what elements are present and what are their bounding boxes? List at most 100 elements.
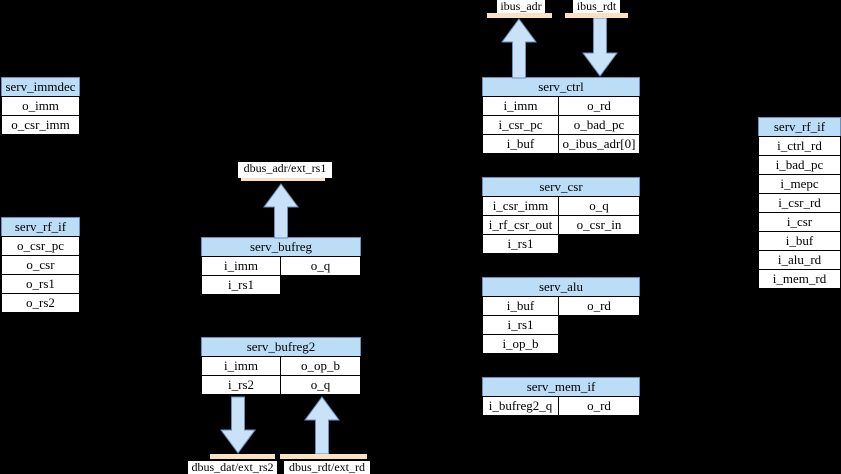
signal-row: i_rs1: [201, 275, 361, 295]
signal-cell-i_imm: i_imm: [201, 356, 281, 376]
signal-cell-i_rs2: i_rs2: [201, 375, 281, 395]
arrow-up-ibus-adr-up: [501, 18, 537, 79]
signal-cell-o_csr_in: o_csr_in: [558, 215, 640, 235]
signal-cell-o_imm: o_imm: [1, 96, 80, 116]
signal-cell-i_buf: i_buf: [758, 231, 841, 251]
bus-bar-ibus_rdt: [565, 13, 628, 18]
bus-bar-dbus_adr-ext_rs1: [241, 176, 325, 181]
signal-cell-o_rd: o_rd: [558, 296, 640, 316]
signal-cell-i_mem_rd: i_mem_rd: [758, 269, 841, 289]
signal-cell-i_ctrl_rd: i_ctrl_rd: [758, 136, 841, 156]
module-title-serv_ctrl: serv_ctrl: [482, 77, 640, 97]
bus-label-dbus_adr-ext_rs1: dbus_adr/ext_rs1: [238, 162, 332, 178]
bus-label-ibus_adr: ibus_adr: [497, 0, 545, 13]
bus-bar-ibus_adr: [487, 13, 552, 18]
signal-row: i_buf: [758, 231, 841, 251]
arrow-down-ibus-rdt-down: [582, 17, 618, 77]
signal-row: o_csr_imm: [1, 115, 80, 135]
signal-cell-o_csr_pc: o_csr_pc: [1, 236, 80, 256]
module-title-serv_immdec: serv_immdec: [1, 77, 80, 97]
signal-row: i_op_b: [482, 334, 640, 354]
signal-cell-i_csr_rd: i_csr_rd: [758, 193, 841, 213]
signal-cell-i_bad_pc: i_bad_pc: [758, 155, 841, 175]
signal-cell-o_op_b: o_op_b: [280, 356, 361, 376]
signal-row: o_rs2: [1, 293, 80, 313]
signal-cell-o_bad_pc: o_bad_pc: [558, 115, 640, 135]
signal-cell-o_csr: o_csr: [1, 255, 80, 275]
bus-label-dbus_dat-ext_rs2: dbus_dat/ext_rs2: [188, 461, 277, 474]
signal-cell-o_q: o_q: [280, 375, 361, 395]
signal-row: i_rs1: [482, 315, 640, 335]
bus-bar-dbus_dat-ext_rs2: [210, 454, 275, 459]
signal-cell-o_rs1: o_rs1: [1, 274, 80, 294]
bus-bar-dbus_rdt-ext_rd: [280, 454, 367, 459]
signal-row: i_mepc: [758, 174, 841, 194]
signal-cell-o_ibus_adr0: o_ibus_adr[0]: [558, 134, 640, 154]
module-title-serv_mem_if: serv_mem_if: [482, 377, 640, 397]
signal-cell-i_rf_csr_out: i_rf_csr_out: [482, 215, 559, 235]
module-title-serv_rf_if: serv_rf_if: [1, 217, 80, 237]
signal-cell-o_rs2: o_rs2: [1, 293, 80, 313]
module-title-serv_rf_if: serv_rf_if: [758, 117, 841, 137]
signal-row: i_csr_rd: [758, 193, 841, 213]
signal-cell-i_buf: i_buf: [482, 134, 559, 154]
signal-row: o_csr: [1, 255, 80, 275]
signal-row: o_csr_pc: [1, 236, 80, 256]
signal-cell-o_rd: o_rd: [558, 96, 640, 116]
signal-row: i_mem_rd: [758, 269, 841, 289]
signal-row: i_alu_rd: [758, 250, 841, 270]
signal-cell-i_csr_imm: i_csr_imm: [482, 196, 559, 216]
signal-cell-i_imm: i_imm: [201, 256, 281, 276]
arrow-up-dbus-adr-up: [263, 183, 299, 239]
signal-cell-o_csr_imm: o_csr_imm: [1, 115, 80, 135]
signal-cell-i_bufreg2_q: i_bufreg2_q: [482, 396, 559, 416]
signal-cell-o_q: o_q: [558, 196, 640, 216]
signal-cell-i_op_b: i_op_b: [482, 334, 559, 354]
signal-row: i_csr: [758, 212, 841, 232]
signal-cell-i_csr: i_csr: [758, 212, 841, 232]
module-title-serv_bufreg: serv_bufreg: [201, 237, 361, 257]
module-title-serv_alu: serv_alu: [482, 277, 640, 297]
signal-cell-i_rs1: i_rs1: [482, 315, 559, 335]
signal-cell-i_mepc: i_mepc: [758, 174, 841, 194]
signal-row: o_rs1: [1, 274, 80, 294]
signal-cell-i_rs1: i_rs1: [482, 234, 559, 254]
bus-label-dbus_rdt-ext_rd: dbus_rdt/ext_rd: [284, 461, 370, 474]
bus-label-ibus_rdt: ibus_rdt: [573, 0, 620, 13]
signal-cell-o_rd: o_rd: [558, 396, 640, 416]
module-title-serv_bufreg2: serv_bufreg2: [201, 337, 361, 357]
signal-cell-i_rs1: i_rs1: [201, 275, 281, 295]
signal-cell-o_q: o_q: [280, 256, 361, 276]
signal-row: o_imm: [1, 96, 80, 116]
module-title-serv_csr: serv_csr: [482, 177, 640, 197]
signal-cell-i_csr_pc: i_csr_pc: [482, 115, 559, 135]
signal-cell-i_alu_rd: i_alu_rd: [758, 250, 841, 270]
signal-row: i_bad_pc: [758, 155, 841, 175]
signal-row: i_ctrl_rd: [758, 136, 841, 156]
signal-cell-i_buf: i_buf: [482, 296, 559, 316]
arrow-down-dbus-dat-down: [220, 396, 256, 454]
arrow-up-dbus-rdt-up: [304, 396, 340, 455]
signal-cell-i_imm: i_imm: [482, 96, 559, 116]
